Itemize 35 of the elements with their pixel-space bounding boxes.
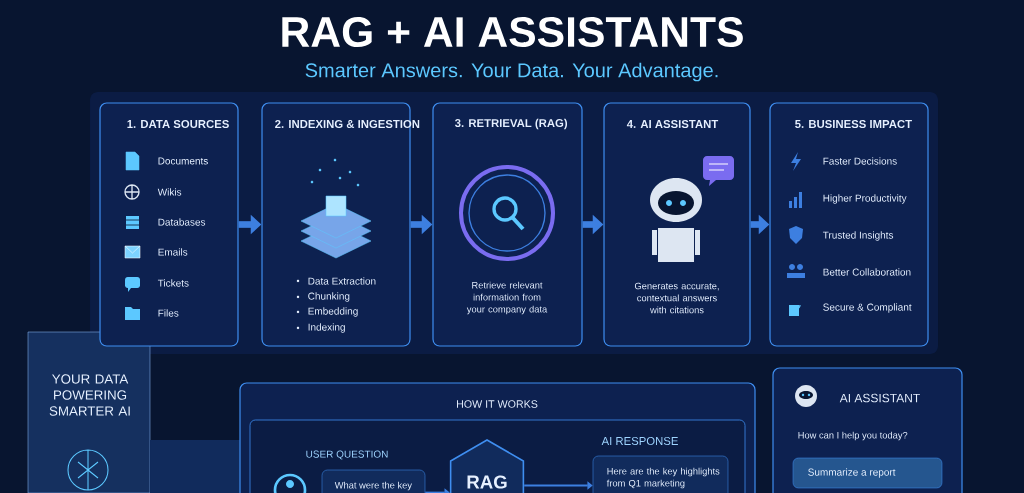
message-text: What were the key bbox=[334, 481, 412, 491]
panel-heading: 1. DATA SOURCES bbox=[127, 120, 229, 128]
list-item: Documents bbox=[158, 157, 208, 165]
list-item: Higher Productivity bbox=[823, 194, 907, 204]
list-item: Data Extraction bbox=[308, 277, 376, 285]
list-item: Wikis bbox=[157, 188, 182, 196]
panel-heading: AI ASSISTANT bbox=[839, 393, 920, 403]
section-heading: USER QUESTION bbox=[306, 450, 388, 460]
panel-heading: HOW IT WORKS bbox=[457, 400, 538, 408]
panel-heading: 4. AI ASSISTANT bbox=[626, 120, 719, 128]
message-text: Here are the key highlights from Q1 marketing bbox=[606, 467, 720, 489]
subtitle: Smarter Answers. Your Data. Your Advantage. bbox=[305, 62, 718, 82]
prompt-text: How can I help you today? bbox=[798, 431, 908, 441]
panel-label: YOUR DATA POWERING SMARTER AI bbox=[49, 374, 130, 416]
list-item: Trusted Insights bbox=[822, 231, 894, 241]
list-item: Indexing bbox=[308, 323, 345, 333]
list-item: Files bbox=[158, 309, 179, 317]
list-item: Better Collaboration bbox=[823, 268, 911, 276]
description-text: Retrieve relevant information from your company data bbox=[466, 281, 548, 315]
list-item: Faster Decisions bbox=[823, 157, 897, 165]
list-item: Emails bbox=[158, 248, 188, 256]
panel-heading: 2. INDEXING & INGESTION bbox=[275, 120, 420, 128]
panel-heading: 3. RETRIEVAL (RAG) bbox=[454, 118, 568, 130]
section-heading: AI RESPONSE bbox=[601, 437, 678, 445]
suggestion-button: Summarize a report bbox=[792, 457, 943, 489]
hexagon: RAG bbox=[449, 439, 525, 493]
description-text: Generates accurate, contextual answers with citations bbox=[634, 282, 719, 314]
title: RAG + AI ASSISTANTS bbox=[282, 16, 743, 48]
list-item: Embedding bbox=[308, 307, 358, 317]
list-item: Secure & Compliant bbox=[823, 303, 912, 313]
arrow bbox=[424, 488, 450, 493]
panel-heading: 5. BUSINESS IMPACT bbox=[795, 120, 912, 128]
list-item: Chunking bbox=[308, 292, 350, 302]
list-item: Tickets bbox=[157, 279, 189, 287]
list-item: Databases bbox=[158, 218, 206, 226]
